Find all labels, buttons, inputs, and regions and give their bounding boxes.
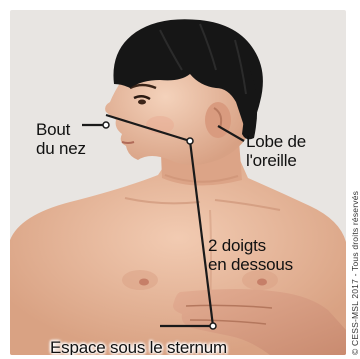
ear-point-marker	[187, 138, 193, 144]
head	[105, 19, 263, 165]
earlobe-label: Lobe de l'oreille	[246, 132, 306, 170]
sternum-point-marker	[210, 323, 216, 329]
copyright-credit: © CESS-MSL 2017 - Tous droits réservés	[350, 191, 360, 355]
illustration-frame: Bout du nez Lobe de l'oreille 2 doigts e…	[10, 10, 346, 355]
sternum-space-label: Espace sous le sternum	[50, 338, 227, 355]
nose-point-marker	[103, 122, 109, 128]
two-fingers-below-label: 2 doigts en dessous	[208, 236, 293, 274]
nose-tip-label: Bout du nez	[36, 120, 86, 158]
child-illustration	[10, 10, 346, 355]
